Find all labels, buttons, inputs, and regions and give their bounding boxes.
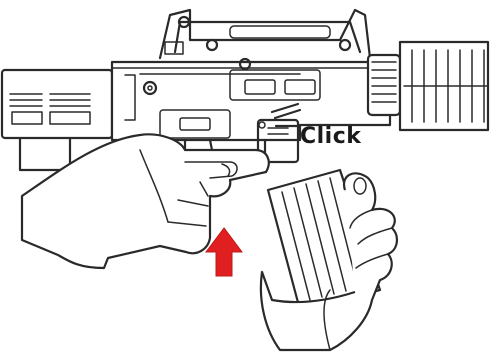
arrow-up-icon [206,228,242,276]
carry-handle [160,10,370,58]
click-callout-label: Click [300,124,361,149]
